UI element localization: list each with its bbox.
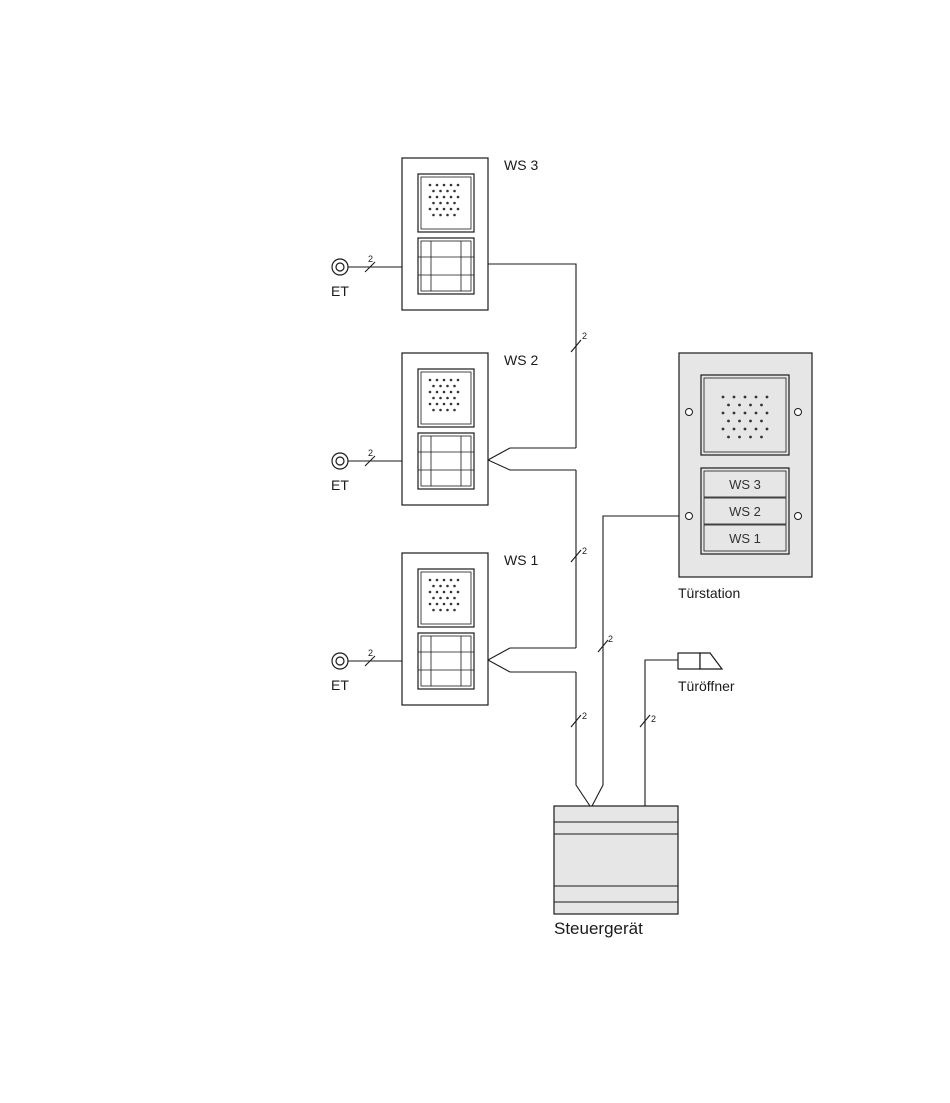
wire-count: 2 xyxy=(582,331,587,341)
controller: Steuergerät xyxy=(554,806,678,938)
et-label: ET xyxy=(331,283,349,299)
button-block xyxy=(418,238,474,294)
et-jack-icon xyxy=(332,653,348,669)
wire-ws1-upper xyxy=(488,648,576,672)
wire-count: 2 xyxy=(368,648,373,658)
et-label: ET xyxy=(331,677,349,693)
button-block xyxy=(418,633,474,689)
wire-ws2-upper xyxy=(488,448,576,470)
wire-count: 2 xyxy=(651,714,656,724)
wire-count: 2 xyxy=(582,711,587,721)
screw-icon xyxy=(686,513,693,520)
speaker-grille xyxy=(418,174,474,232)
door-station-label: Türstation xyxy=(678,585,740,601)
door-station: WS 3 WS 2 WS 1 Türstation xyxy=(678,353,812,601)
wire-controller-opener xyxy=(645,660,680,806)
speaker-grille xyxy=(418,369,474,427)
station-label: WS 2 xyxy=(504,352,538,368)
door-speaker-grille xyxy=(701,375,789,455)
wire-ws1-controller xyxy=(576,672,590,806)
controller-label: Steuergerät xyxy=(554,919,643,938)
wire-door-controller xyxy=(592,516,680,806)
station-label: WS 3 xyxy=(504,157,538,173)
wire-count: 2 xyxy=(608,634,613,644)
wire-count: 2 xyxy=(368,448,373,458)
screw-icon xyxy=(795,409,802,416)
door-button-label: WS 2 xyxy=(729,504,761,519)
door-opener: Türöffner xyxy=(678,653,735,694)
et-label: ET xyxy=(331,477,349,493)
station-ws1: WS 1 2 ET xyxy=(331,552,538,705)
door-opener-label: Türöffner xyxy=(678,678,735,694)
door-opener-icon xyxy=(678,653,700,669)
station-ws3: WS 3 2 ET xyxy=(331,157,538,310)
wire-count: 2 xyxy=(582,546,587,556)
button-block xyxy=(418,433,474,489)
station-label: WS 1 xyxy=(504,552,538,568)
et-jack-icon xyxy=(332,453,348,469)
screw-icon xyxy=(795,513,802,520)
screw-icon xyxy=(686,409,693,416)
door-button-label: WS 1 xyxy=(729,531,761,546)
speaker-grille xyxy=(418,569,474,627)
station-ws2: WS 2 2 ET xyxy=(331,352,538,505)
wire-count: 2 xyxy=(368,254,373,264)
wires: 2 2 2 2 2 xyxy=(488,264,680,806)
door-button-label: WS 3 xyxy=(729,477,761,492)
et-jack-icon xyxy=(332,259,348,275)
